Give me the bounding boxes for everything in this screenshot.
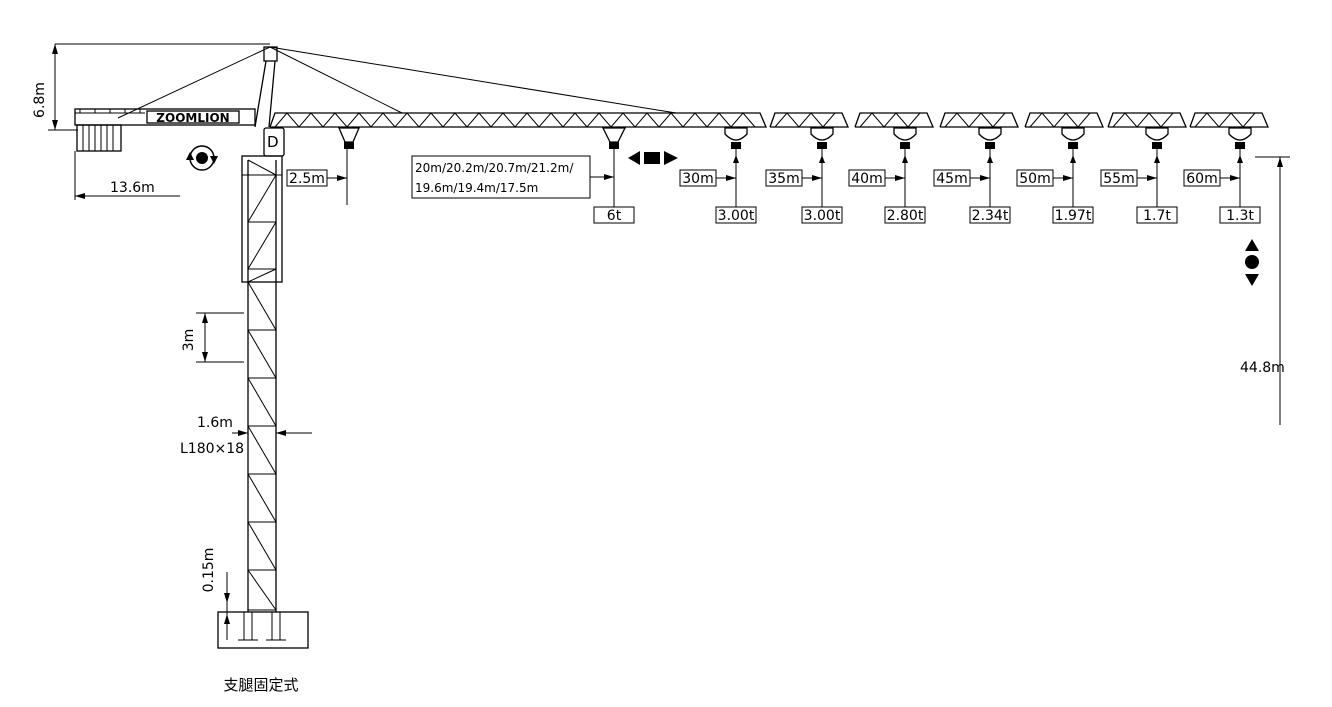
hook-height-dimension: 44.8m — [1240, 156, 1290, 425]
counter-jib-length-dimension: 13.6m — [74, 151, 180, 200]
mast-width-dimension: 1.6m L180×18 — [180, 415, 312, 457]
load-label-5: 2.34t — [972, 208, 1009, 224]
tie-rods — [117, 46, 677, 119]
hook-2-5m: 2.5m — [286, 127, 360, 205]
hook-45m: 45m 2.34t — [933, 127, 1011, 224]
load-label-2: 3.00t — [718, 208, 755, 224]
slewing-icon — [186, 145, 218, 171]
jib — [269, 112, 767, 128]
trolley-travel-icon — [628, 151, 678, 165]
jib-section-4 — [1024, 112, 1104, 128]
jib-section-5 — [1107, 112, 1187, 128]
jib-section-2 — [854, 112, 934, 128]
radius-label-6: 50m — [1019, 171, 1050, 187]
hoist-icon — [1245, 239, 1259, 286]
hook-35m: 35m 3.00t — [765, 127, 843, 224]
section-height-dimension: 3m — [181, 312, 244, 363]
tower-head — [254, 46, 278, 128]
radius-label-5: 45m — [936, 171, 967, 187]
base-offset-label: 0.15m — [201, 548, 217, 593]
counter-jib: ZOOMLION — [74, 108, 256, 126]
mast — [241, 155, 283, 612]
mast-width-label: 1.6m — [197, 415, 233, 431]
radius-label-1: 2.5m — [289, 171, 325, 187]
range-label-line1: 20m/20.2m/20.7m/21.2m/ — [415, 161, 574, 175]
hook-max-load: 20m/20.2m/20.7m/21.2m/ 19.6m/19.4m/17.5m… — [411, 127, 635, 224]
base-caption: 支腿固定式 — [223, 676, 298, 694]
load-label-7: 1.7t — [1143, 208, 1171, 224]
jib-sections — [769, 112, 1269, 128]
tower-top-height-dimension: 6.8m — [32, 43, 270, 131]
base-foundation — [217, 611, 309, 649]
load-label-6: 1.97t — [1055, 208, 1092, 224]
mast-angle-section-label: L180×18 — [180, 441, 244, 457]
hook-60m: 60m 1.3t — [1183, 127, 1261, 224]
jib-section-3 — [939, 112, 1019, 128]
counter-jib-length-label: 13.6m — [110, 180, 155, 196]
jib-section-6 — [1189, 112, 1269, 128]
range-label-line2: 19.6m/19.4m/17.5m — [415, 181, 538, 195]
jib-section-1 — [769, 112, 849, 128]
hooks-group: 30m 3.00t 35m 3.00t 40m 2.80t 45m 2.34t 50m 1.97t… — [679, 127, 1261, 224]
load-label-1: 6t — [607, 208, 622, 224]
brand-logo-text: ZOOMLION — [156, 111, 229, 125]
section-height-label: 3m — [181, 329, 197, 352]
radius-label-4: 40m — [851, 171, 882, 187]
load-label-3: 3.00t — [804, 208, 841, 224]
counterweight — [76, 124, 122, 152]
operator-cab: D — [263, 127, 285, 157]
radius-label-7: 55m — [1103, 171, 1134, 187]
load-label-8: 1.3t — [1226, 208, 1254, 224]
hook-50m: 50m 1.97t — [1016, 127, 1094, 224]
svg-text:D: D — [267, 133, 279, 151]
base-offset-dimension: 0.15m — [201, 548, 230, 640]
radius-label-8: 60m — [1186, 171, 1217, 187]
hook-height-label: 44.8m — [1240, 360, 1285, 376]
hook-55m: 55m 1.7t — [1100, 127, 1178, 224]
radius-label-2: 30m — [682, 171, 713, 187]
hook-40m: 40m 2.80t — [848, 127, 926, 224]
hook-30m: 30m 3.00t — [679, 127, 757, 224]
radius-label-3: 35m — [768, 171, 799, 187]
tower-top-height-label: 6.8m — [32, 82, 48, 118]
load-label-4: 2.80t — [887, 208, 924, 224]
